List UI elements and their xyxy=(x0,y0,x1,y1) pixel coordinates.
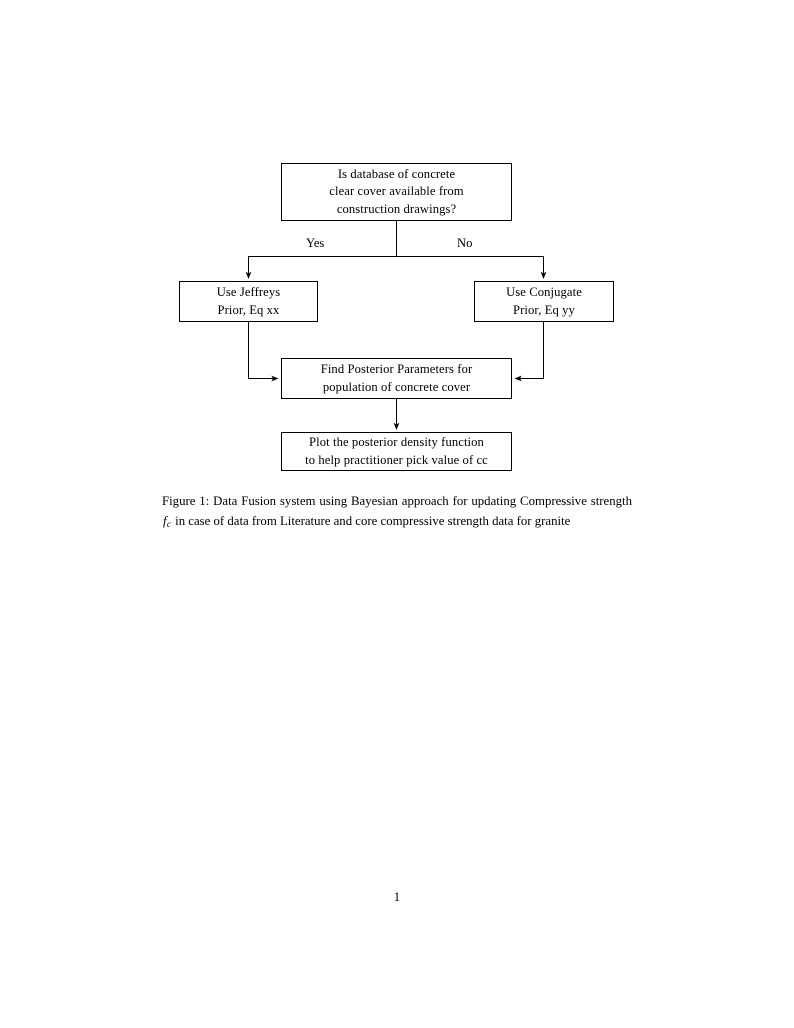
node-jeffreys-line-1: Use Jeffreys xyxy=(216,285,281,299)
caption-text-part-1: Data Fusion system using Bayesian approa… xyxy=(213,494,632,508)
edge-label-no: No xyxy=(457,236,473,250)
caption-math-subscript: c xyxy=(166,518,171,529)
node-question-line-1: Is database of concrete xyxy=(337,166,456,181)
node-question-line-3: construction drawings? xyxy=(336,201,457,216)
connector-conjugate-to-posterior xyxy=(514,322,545,382)
page-number: 1 xyxy=(393,890,401,904)
node-posterior-line-2: population of concrete cover xyxy=(322,379,471,394)
flowchart-node-jeffreys-prior[interactable]: Use Jeffreys Prior, Eq xx xyxy=(179,281,318,322)
node-plot-line-2: to help practitioner pick value of cc xyxy=(305,452,488,467)
node-conjugate-line-1: Use Conjugate xyxy=(506,285,582,299)
flowchart-node-find-posterior[interactable]: Find Posterior Parameters for population… xyxy=(281,358,512,399)
node-posterior-line-1: Find Posterior Parameters for xyxy=(320,362,473,376)
node-jeffreys-line-2: Prior, Eq xx xyxy=(217,302,280,317)
figure-caption: Figure 1: Data Fusion system using Bayes… xyxy=(162,492,632,534)
flowchart-node-question[interactable]: Is database of concrete clear cover avai… xyxy=(281,163,512,221)
caption-text-part-2: in case of data from Literature and core… xyxy=(175,513,571,528)
flowchart-figure: Is database of concrete clear cover avai… xyxy=(0,0,794,490)
caption-label: Figure 1: xyxy=(162,494,210,508)
flowchart-connectors xyxy=(245,221,547,430)
connector-jeffreys-to-posterior xyxy=(247,322,279,382)
node-question-line-2: clear cover available from xyxy=(329,184,464,199)
node-conjugate-line-2: Prior, Eq yy xyxy=(513,302,575,317)
flowchart-node-conjugate-prior[interactable]: Use Conjugate Prior, Eq yy xyxy=(474,281,614,322)
edge-label-yes: Yes xyxy=(306,236,325,250)
node-plot-line-1: Plot the posterior density function xyxy=(309,435,484,449)
flowchart-node-plot-density[interactable]: Plot the posterior density function to h… xyxy=(281,432,512,471)
caption-math-symbol: fc xyxy=(163,513,171,529)
